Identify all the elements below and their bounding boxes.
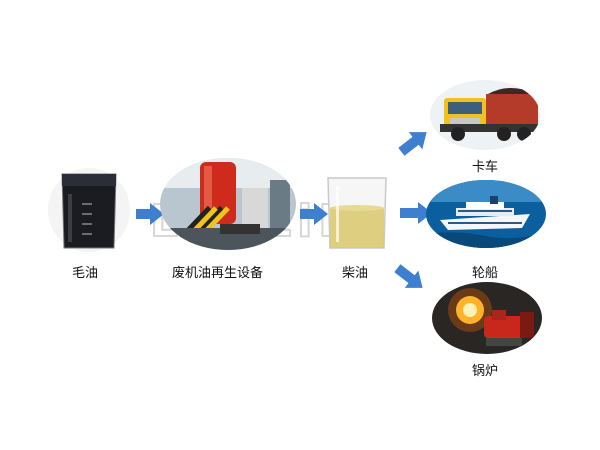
oil-regeneration-equipment-image xyxy=(160,158,296,250)
boiler-label: 锅炉 xyxy=(472,364,499,379)
truck-label: 卡车 xyxy=(472,160,499,175)
arrow-down-right-icon xyxy=(394,264,423,288)
diesel-label: 柴油 xyxy=(342,266,369,281)
truck-image xyxy=(430,80,540,150)
ship-image xyxy=(426,180,546,248)
crude-oil-beaker-image xyxy=(48,168,130,252)
arrow-right-icon xyxy=(400,202,432,224)
ship-label: 轮船 xyxy=(472,266,499,281)
arrow-right-icon xyxy=(136,203,164,225)
arrow-right-icon xyxy=(300,203,328,225)
boiler-image xyxy=(432,282,542,354)
diesel-beaker-image xyxy=(327,177,387,249)
arrow-up-right-icon xyxy=(398,132,427,156)
equipment-label: 废机油再生设备 xyxy=(172,266,264,281)
crude-oil-label: 毛油 xyxy=(72,266,99,281)
